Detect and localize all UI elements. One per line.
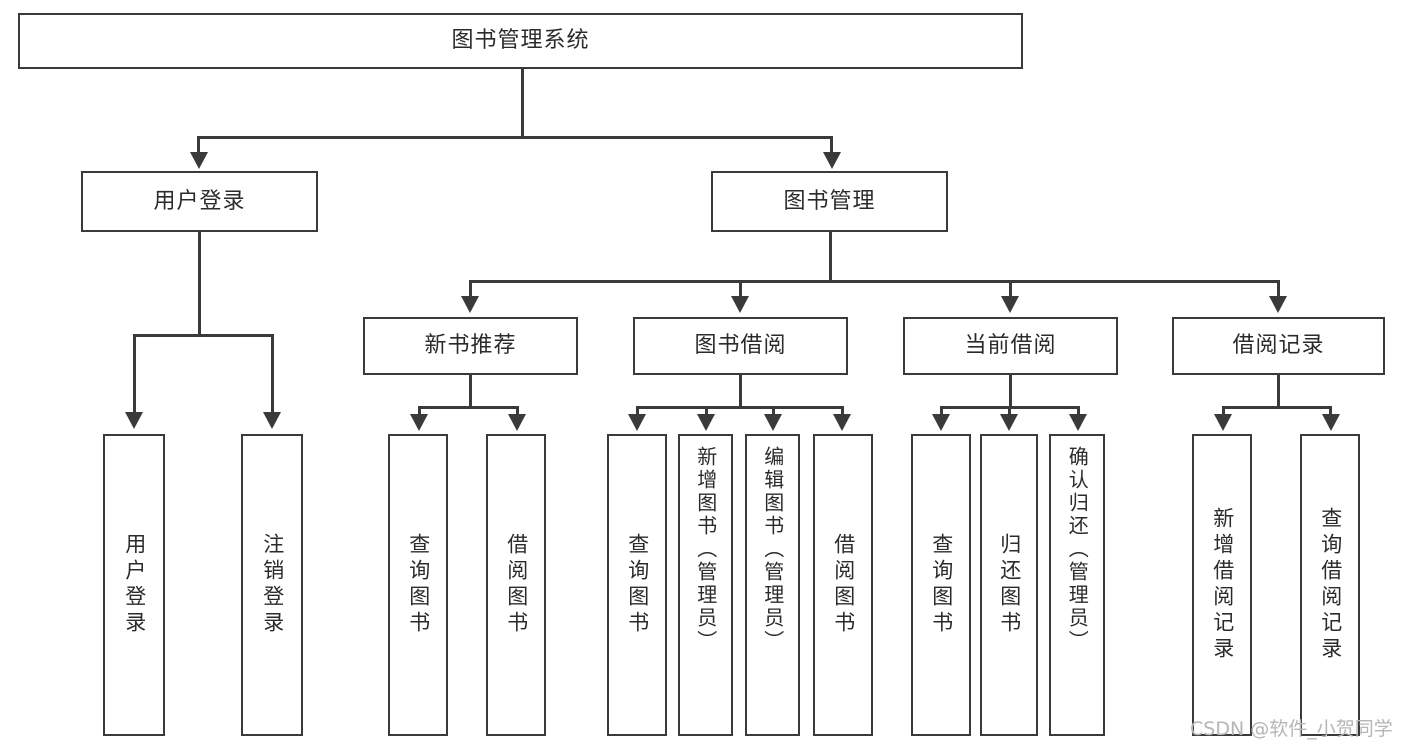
connector-level3-bus xyxy=(469,280,1280,283)
node-label: 借阅图书 xyxy=(831,533,856,637)
node-label: 新书推荐 xyxy=(424,333,517,358)
node-label: 借阅记录 xyxy=(1232,333,1325,358)
connector-borrow-record-stem xyxy=(1277,375,1280,408)
connector-user-login-stem xyxy=(198,232,201,336)
node-new-book-recommend[interactable]: 新书推荐 xyxy=(363,317,578,375)
connector-current-borrow-drop-3 xyxy=(1077,406,1080,415)
watermark-text: CSDN @软件_小贺同学 xyxy=(1190,718,1393,740)
node-label: 图书管理系统 xyxy=(451,28,590,53)
arrow-to-book-borrow-query xyxy=(628,414,646,431)
connector-new-book-bus xyxy=(418,406,519,409)
arrow-to-new-book-query xyxy=(410,414,428,431)
connector-borrow-record-drop-2 xyxy=(1329,406,1332,415)
connector-level3-drop-4 xyxy=(1277,280,1280,296)
leaf-current-borrow-query[interactable]: 查询图书 xyxy=(911,434,971,736)
node-label: 图书管理 xyxy=(783,188,876,214)
arrow-to-book-borrow xyxy=(731,296,749,313)
connector-current-borrow-drop-1 xyxy=(940,406,943,415)
node-root-library-system[interactable]: 图书管理系统 xyxy=(18,13,1023,69)
connector-new-book-stem xyxy=(469,375,472,408)
arrow-to-user-login-leaf xyxy=(125,412,143,429)
node-label: 编辑图书（管理员） xyxy=(760,446,785,653)
arrow-to-new-book-recommend xyxy=(461,296,479,313)
connector-book-borrow-bus xyxy=(636,406,844,409)
arrow-to-book-borrow-action xyxy=(833,414,851,431)
node-user-login[interactable]: 用户登录 xyxy=(81,171,318,232)
leaf-add-borrow-record[interactable]: 新增借阅记录 xyxy=(1192,434,1252,736)
node-label: 归还图书 xyxy=(997,533,1022,637)
arrow-to-return-book xyxy=(1000,414,1018,431)
connector-book-borrow-drop-2 xyxy=(705,406,708,415)
leaf-confirm-return-admin[interactable]: 确认归还（管理员） xyxy=(1049,434,1105,736)
leaf-return-book[interactable]: 归还图书 xyxy=(980,434,1038,736)
arrow-to-confirm-return xyxy=(1069,414,1087,431)
connector-root-drop-1 xyxy=(197,136,200,152)
arrow-to-book-management xyxy=(823,152,841,169)
connector-level3-drop-1 xyxy=(469,280,472,296)
node-borrow-record[interactable]: 借阅记录 xyxy=(1172,317,1385,375)
node-label: 用户登录 xyxy=(153,188,246,214)
leaf-book-add-admin[interactable]: 新增图书（管理员） xyxy=(678,434,733,736)
connector-root-stem xyxy=(521,69,524,137)
node-label: 查询图书 xyxy=(929,533,954,637)
node-label: 新增借阅记录 xyxy=(1210,507,1235,663)
node-current-borrow[interactable]: 当前借阅 xyxy=(903,317,1118,375)
node-label: 确认归还（管理员） xyxy=(1065,446,1090,653)
leaf-query-borrow-record[interactable]: 查询借阅记录 xyxy=(1300,434,1360,736)
leaf-logout[interactable]: 注销登录 xyxy=(241,434,303,736)
leaf-book-borrow-action[interactable]: 借阅图书 xyxy=(813,434,873,736)
arrow-to-borrow-record xyxy=(1269,296,1287,313)
connector-root-drop-2 xyxy=(830,136,833,152)
connector-borrow-record-drop-1 xyxy=(1222,406,1225,415)
node-label: 借阅图书 xyxy=(504,533,529,637)
node-label: 查询图书 xyxy=(406,533,431,637)
connector-book-borrow-drop-4 xyxy=(841,406,844,415)
connector-new-book-drop-1 xyxy=(418,406,421,415)
leaf-user-login[interactable]: 用户登录 xyxy=(103,434,165,736)
connector-book-borrow-stem xyxy=(739,375,742,408)
connector-user-login-drop-2 xyxy=(271,334,274,414)
node-label: 查询图书 xyxy=(625,533,650,637)
arrow-to-add-borrow-record xyxy=(1214,414,1232,431)
connector-level3-drop-2 xyxy=(739,280,742,296)
leaf-new-book-query[interactable]: 查询图书 xyxy=(388,434,448,736)
arrow-to-book-edit xyxy=(764,414,782,431)
connector-current-borrow-stem xyxy=(1009,375,1012,408)
node-label: 用户登录 xyxy=(122,533,147,637)
connector-level3-drop-3 xyxy=(1009,280,1012,296)
leaf-book-edit-admin[interactable]: 编辑图书（管理员） xyxy=(745,434,800,736)
arrow-to-user-login xyxy=(190,152,208,169)
connector-new-book-drop-2 xyxy=(516,406,519,415)
connector-current-borrow-drop-2 xyxy=(1008,406,1011,415)
arrow-to-current-borrow xyxy=(1001,296,1019,313)
connector-borrow-record-bus xyxy=(1222,406,1332,409)
leaf-book-borrow-query[interactable]: 查询图书 xyxy=(607,434,667,736)
connector-book-management-stem xyxy=(829,232,832,282)
connector-user-login-bus xyxy=(133,334,273,337)
arrow-to-logout-leaf xyxy=(263,412,281,429)
connector-book-borrow-drop-3 xyxy=(772,406,775,415)
arrow-to-book-add xyxy=(697,414,715,431)
arrow-to-new-book-borrow xyxy=(508,414,526,431)
csdn-watermark: CSDN @软件_小贺同学 xyxy=(1190,714,1393,741)
arrow-to-query-borrow-record xyxy=(1322,414,1340,431)
node-label: 查询借阅记录 xyxy=(1318,507,1343,663)
connector-user-login-drop-1 xyxy=(133,334,136,414)
node-label: 图书借阅 xyxy=(694,333,787,358)
node-label: 注销登录 xyxy=(260,533,285,637)
node-label: 当前借阅 xyxy=(964,333,1057,358)
connector-book-borrow-drop-1 xyxy=(636,406,639,415)
connector-root-bus xyxy=(197,136,833,139)
leaf-new-book-borrow[interactable]: 借阅图书 xyxy=(486,434,546,736)
arrow-to-current-borrow-query xyxy=(932,414,950,431)
node-book-management[interactable]: 图书管理 xyxy=(711,171,948,232)
node-book-borrow[interactable]: 图书借阅 xyxy=(633,317,848,375)
node-label: 新增图书（管理员） xyxy=(693,446,718,653)
